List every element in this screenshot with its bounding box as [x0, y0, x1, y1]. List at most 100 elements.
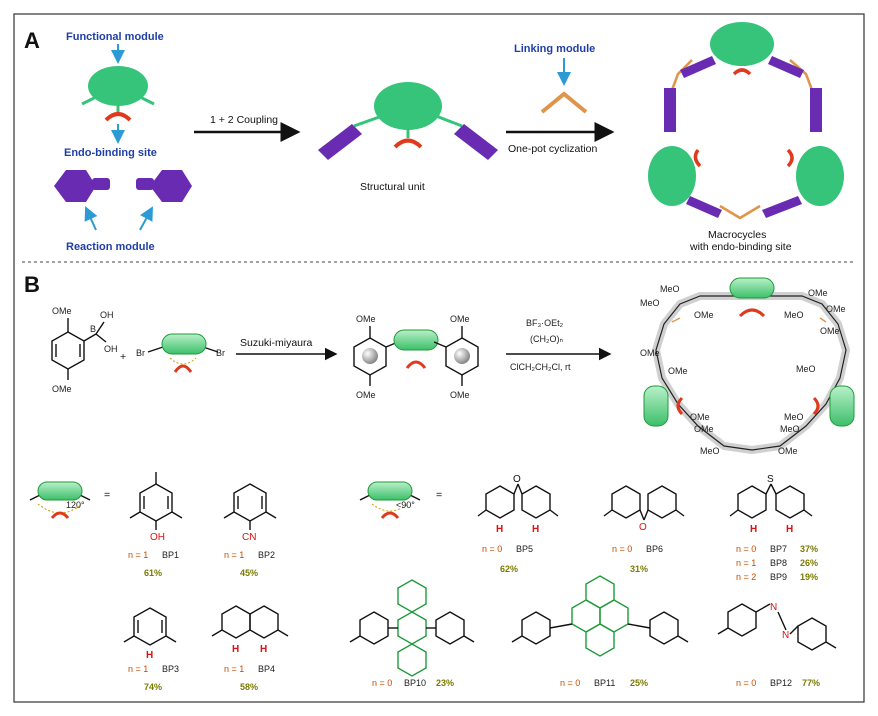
bp1-n: n = 1 [128, 550, 148, 560]
arrow-reaction-left [84, 206, 98, 231]
equals-2: = [436, 489, 442, 501]
mc-meo-3: MeO [784, 310, 804, 320]
br-right: Br [216, 348, 225, 358]
int-ome-4: OMe [450, 390, 470, 400]
bp5-h2: H [532, 524, 539, 535]
bp3-structure [123, 607, 177, 646]
intermediate-structure [353, 326, 479, 386]
boronic-oh-2: OH [104, 344, 118, 354]
mc-meo-1: MeO [640, 298, 660, 308]
bp8-n: n = 1 [736, 558, 756, 568]
bp9-id: BP9 [770, 572, 787, 582]
bp12-atom-2: N [782, 630, 789, 641]
mc-meo-5: MeO [700, 446, 720, 456]
bp3-n: n = 1 [128, 664, 148, 674]
mc-meo-6: MeO [784, 412, 804, 422]
mc-meo-7: MeO [780, 424, 800, 434]
bp4-atom-2: H [260, 644, 267, 655]
int-ome-3: OMe [450, 314, 470, 324]
bp5-n: n = 0 [482, 544, 502, 554]
bp8-yield: 26% [800, 558, 818, 568]
bp11-id: BP11 [594, 678, 615, 688]
mc-meo-2: MeO [660, 284, 680, 294]
int-ome-2: OMe [356, 390, 376, 400]
reaction-module-right [136, 170, 192, 202]
pill-90-legend [359, 481, 421, 519]
bp1-id: BP1 [162, 550, 179, 560]
macrocycles-label-1: Macrocycles [708, 229, 766, 241]
reagent-3: ClCH₂CH₂Cl, rt [510, 362, 571, 372]
bp2-structure [223, 483, 277, 530]
mc-ome-2: OMe [808, 288, 828, 298]
mc-ome-7: OMe [690, 412, 710, 422]
bp2-id: BP2 [258, 550, 275, 560]
bp10-n: n = 0 [372, 678, 392, 688]
bp10-yield: 23% [436, 678, 454, 688]
mc-ome-1: OMe [694, 310, 714, 320]
mc-ome-4: OMe [820, 326, 840, 336]
dibromo-pill-structure [147, 333, 219, 373]
bp9-yield: 19% [800, 572, 818, 582]
bp6-atom: O [639, 522, 647, 533]
bp7-h2: H [786, 524, 793, 535]
equals-1: = [104, 489, 110, 501]
bp5-structure [477, 483, 559, 519]
bp4-n: n = 1 [224, 664, 244, 674]
frame [13, 13, 865, 703]
plus-sign: + [120, 351, 126, 363]
bp5-atom: O [513, 474, 521, 485]
reagent-2: (CH₂O)ₙ [530, 334, 563, 344]
bp6-yield: 31% [630, 564, 648, 574]
bp7-h1: H [750, 524, 757, 535]
cyclization-label: One-pot cyclization [508, 143, 597, 155]
structural-unit-graphic [318, 82, 498, 160]
br-left: Br [136, 348, 145, 358]
pill-120-legend [29, 481, 91, 519]
bp4-yield: 58% [240, 682, 258, 692]
macrocycle-graphic [648, 22, 844, 220]
bp7-yield: 37% [800, 544, 818, 554]
bp2-atom: CN [242, 532, 256, 543]
functional-module-graphic [81, 66, 155, 122]
bp11-structure [511, 575, 689, 657]
bp4-structure [211, 605, 289, 639]
bp7-n: n = 0 [736, 544, 756, 554]
bp12-n: n = 0 [736, 678, 756, 688]
suzuki-label: Suzuki-miyaura [240, 337, 313, 349]
mc-ome-3: OMe [826, 304, 846, 314]
bp5-h1: H [496, 524, 503, 535]
mc-ome-9: OMe [778, 446, 798, 456]
endo-binding-label: Endo-binding site [64, 147, 157, 159]
bp4-id: BP4 [258, 664, 275, 674]
bp12-id: BP12 [770, 678, 792, 688]
bp3-atom: H [146, 650, 153, 661]
bp1-atom: OH [150, 532, 165, 543]
bp10-id: BP10 [404, 678, 426, 688]
reaction-module-label: Reaction module [66, 241, 155, 253]
boronic-oh-1: OH [100, 310, 114, 320]
bp6-id: BP6 [646, 544, 663, 554]
bp7-id: BP7 [770, 544, 787, 554]
structural-unit-label: Structural unit [360, 181, 425, 193]
macrocycles-label-2: with endo-binding site [689, 241, 792, 253]
bp1-yield: 61% [144, 568, 162, 578]
panel-a-label: A [24, 28, 40, 53]
linking-module-label: Linking module [514, 43, 595, 55]
bp9-n: n = 2 [736, 572, 756, 582]
reaction-module-left [54, 170, 110, 202]
bp3-id: BP3 [162, 664, 179, 674]
bp6-structure [603, 485, 685, 521]
bp7-structure [729, 483, 813, 519]
bp5-id: BP5 [516, 544, 533, 554]
bp3-yield: 74% [144, 682, 162, 692]
bp2-n: n = 1 [224, 550, 244, 560]
boronic-ome-top: OMe [52, 306, 72, 316]
bp4-atom-1: H [232, 644, 239, 655]
coupling-label: 1 + 2 Coupling [210, 114, 278, 126]
angle-120: 120° [66, 500, 85, 510]
bp2-yield: 45% [240, 568, 258, 578]
bp8-id: BP8 [770, 558, 787, 568]
bp12-atom-1: N [770, 602, 777, 613]
bp7-atom: S [767, 474, 774, 485]
